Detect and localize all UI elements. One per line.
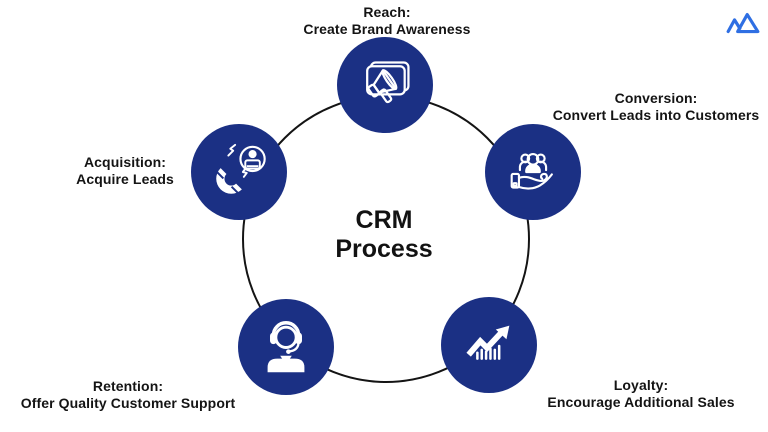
magnet-lead-icon	[215, 143, 266, 195]
label-conversion: Conversion: Convert Leads into Customers	[526, 90, 768, 124]
label-conversion-subtitle: Convert Leads into Customers	[552, 107, 760, 123]
label-acquisition-subtitle: Acquire Leads	[76, 171, 174, 187]
label-reach-title: Reach:	[363, 4, 411, 20]
label-loyalty-title: Loyalty:	[613, 377, 669, 393]
label-retention-title: Retention:	[92, 378, 164, 394]
node-retention	[238, 299, 334, 395]
megaphone-board-icon	[366, 61, 410, 104]
label-conversion-title: Conversion:	[614, 90, 698, 106]
customers-in-hand-icon	[510, 153, 553, 190]
node-reach	[337, 37, 433, 133]
node-loyalty	[441, 297, 537, 393]
growth-chart-icon	[466, 325, 510, 360]
diagram-title-line1: CRM	[355, 206, 413, 234]
mountain-logo-icon	[726, 13, 760, 34]
label-acquisition-title: Acquisition:	[83, 154, 167, 170]
label-loyalty: Loyalty: Encourage Additional Sales	[516, 377, 766, 411]
label-acquisition: Acquisition: Acquire Leads	[25, 154, 225, 188]
label-retention: Retention: Offer Quality Customer Suppor…	[0, 378, 258, 412]
node-conversion	[485, 124, 581, 220]
diagram-title: CRM Process	[284, 206, 484, 264]
label-reach: Reach: Create Brand Awareness	[237, 4, 537, 38]
label-reach-subtitle: Create Brand Awareness	[303, 21, 471, 37]
label-loyalty-subtitle: Encourage Additional Sales	[547, 394, 735, 410]
diagram-title-line2: Process	[335, 235, 433, 263]
node-acquisition	[191, 124, 287, 220]
support-agent-icon	[267, 321, 305, 373]
label-retention-subtitle: Offer Quality Customer Support	[20, 395, 236, 411]
